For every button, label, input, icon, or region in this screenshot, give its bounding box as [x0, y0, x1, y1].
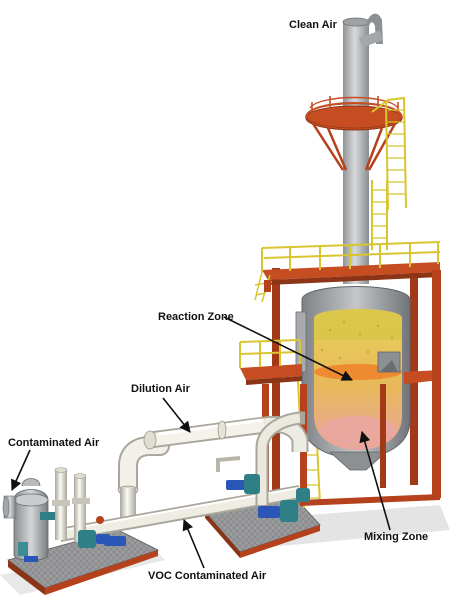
label-clean-air: Clean Air — [289, 19, 338, 31]
label-dilution-air: Dilution Air — [131, 383, 191, 433]
contaminated-air-arrow — [11, 449, 31, 492]
mixing-zone-arrow — [359, 430, 391, 531]
label-mixing-zone: Mixing Zone — [359, 430, 428, 543]
label-contaminated-air: Contaminated Air — [8, 437, 100, 492]
blower-units — [78, 456, 310, 548]
reaction-zone-label: Reaction Zone — [158, 311, 234, 323]
reactor-vessel — [295, 286, 411, 471]
dilution-air-arrow — [162, 397, 191, 433]
dilution-air-label: Dilution Air — [131, 383, 191, 395]
upper-platform — [254, 241, 441, 303]
stack-platform — [305, 96, 403, 171]
mixing-zone-label: Mixing Zone — [364, 531, 428, 543]
clean-air-label: Clean Air — [289, 19, 338, 31]
label-voc-contaminated-air: VOC Contaminated Air — [148, 518, 267, 582]
inlet-pipes — [52, 467, 90, 542]
contaminated-air-tank — [2, 478, 60, 562]
voc-air-pipe — [58, 411, 305, 542]
label-reaction-zone: Reaction Zone — [158, 311, 354, 381]
contaminated-air-label: Contaminated Air — [8, 437, 100, 449]
reaction-zone-arrow — [223, 316, 354, 381]
voc-contaminated-air-arrow — [182, 518, 205, 569]
exhaust-stack — [342, 13, 384, 284]
lower-platform — [239, 339, 440, 385]
voc-contaminated-air-label: VOC Contaminated Air — [148, 570, 267, 582]
